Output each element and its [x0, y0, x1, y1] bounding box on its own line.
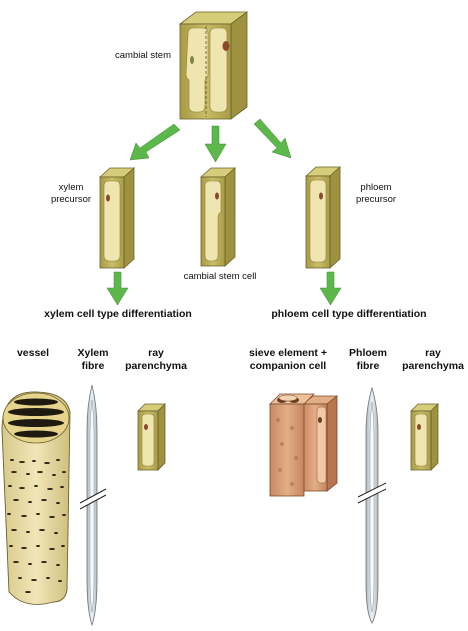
- arrow-to-cambial-stem-cell: [205, 126, 226, 162]
- ray-parenchyma-cell-right: [411, 404, 438, 470]
- label-phloem-precursor-line1: phloem: [346, 182, 406, 193]
- label-ray-parenchyma-right-line1: ray: [400, 347, 466, 359]
- arrow-to-phloem-precursor: [254, 119, 291, 158]
- label-ray-parenchyma-left-line2: parenchyma: [124, 360, 188, 372]
- label-xylem-fibre-line2: fibre: [66, 360, 120, 372]
- label-phloem-fibre-line2: fibre: [338, 360, 398, 372]
- phloem-precursor-cell: [306, 167, 340, 268]
- label-xylem-fibre-line1: Xylem: [66, 347, 120, 359]
- cambial-stem-cell: [201, 168, 235, 266]
- label-xylem-precursor-line2: precursor: [46, 194, 96, 205]
- phloem-fibre: [358, 388, 386, 623]
- label-xylem-precursor-line1: xylem: [46, 182, 96, 193]
- label-xylem-differentiation: xylem cell type differentiation: [30, 308, 206, 320]
- label-cambial-stem-cell: cambial stem cell: [170, 271, 270, 282]
- vessel-element: [2, 392, 70, 604]
- xylem-precursor-cell: [100, 168, 134, 268]
- label-sieve-element-line2: companion cell: [238, 360, 338, 372]
- cambial-stem-block: [180, 12, 247, 119]
- label-phloem-fibre-line1: Phloem: [338, 347, 398, 359]
- arrow-to-xylem-precursor: [130, 124, 180, 160]
- xylem-fibre: [80, 385, 106, 625]
- ray-parenchyma-cell-left: [138, 404, 165, 470]
- label-sieve-element-line1: sieve element +: [238, 347, 338, 359]
- label-ray-parenchyma-left-line1: ray: [124, 347, 188, 359]
- label-phloem-differentiation: phloem cell type differentiation: [254, 308, 444, 320]
- arrow-to-xylem-differentiation: [107, 272, 128, 305]
- sieve-element-companion-cell: [270, 394, 337, 496]
- label-phloem-precursor-line2: precursor: [346, 194, 406, 205]
- label-cambial-stem: cambial stem: [108, 50, 178, 61]
- label-vessel: vessel: [6, 347, 60, 359]
- arrow-to-phloem-differentiation: [320, 272, 341, 305]
- label-ray-parenchyma-right-line2: parenchyma: [400, 360, 466, 372]
